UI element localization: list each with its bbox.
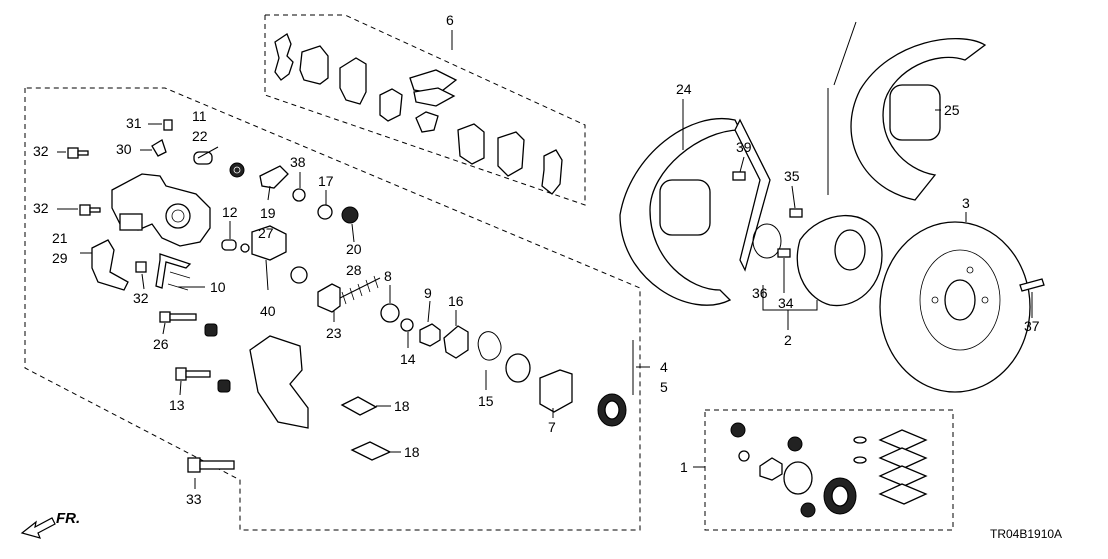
callout-32-low: 32 [133, 290, 149, 306]
callout-32-top: 32 [33, 143, 49, 159]
callout-37: 37 [1024, 318, 1040, 334]
callout-14: 14 [400, 351, 416, 367]
pad-spring-illustration [155, 253, 192, 291]
callout-3: 3 [962, 195, 970, 211]
diagram-code: TR04B1910A [990, 527, 1062, 541]
callout-34: 34 [778, 295, 794, 311]
shim-illustrations [340, 396, 392, 461]
callout-29: 29 [52, 250, 68, 266]
caliper-mount-bracket-illustration [249, 335, 309, 429]
caliper-body-illustration [111, 173, 211, 247]
callout-28: 28 [346, 262, 362, 278]
front-direction-arrow: FR. [20, 510, 80, 539]
callout-21: 21 [52, 230, 68, 246]
callout-13: 13 [169, 397, 185, 413]
splash-guard-right-illustration [850, 38, 987, 201]
splash-guard-left-illustration [619, 118, 771, 306]
leader-lines [57, 21, 1033, 489]
pad-set-illustration [274, 33, 563, 195]
callout-36: 36 [752, 285, 768, 301]
callout-17: 17 [318, 173, 334, 189]
seal-kit-illustration [730, 422, 928, 518]
callout-15: 15 [478, 393, 494, 409]
callout-18-lower: 18 [404, 444, 420, 460]
callout-39: 39 [736, 139, 752, 155]
callout-12: 12 [222, 204, 238, 220]
callout-19: 19 [260, 205, 276, 221]
callout-20: 20 [346, 241, 362, 257]
callout-38: 38 [290, 154, 306, 170]
callout-10: 10 [210, 279, 226, 295]
callout-32-mid: 32 [33, 200, 49, 216]
bracket-illustration [91, 239, 129, 291]
callout-4: 4 [660, 359, 668, 375]
hub-bearing-illustration [732, 171, 883, 307]
boot-illustrations [204, 323, 231, 393]
callout-24: 24 [676, 81, 692, 97]
bolt-illustrations [67, 147, 235, 473]
callout-33: 33 [186, 491, 202, 507]
callout-31: 31 [126, 115, 142, 131]
callout-5: 5 [660, 379, 668, 395]
callout-labels: 6 11 31 22 30 32 38 17 32 12 19 27 20 21… [33, 12, 1062, 541]
callout-22: 22 [192, 128, 208, 144]
callout-2: 2 [784, 332, 792, 348]
callout-40: 40 [260, 303, 276, 319]
front-direction-label: FR. [56, 510, 80, 527]
callout-11: 11 [192, 108, 207, 124]
callout-1: 1 [680, 459, 688, 475]
small-hardware-illustrations [151, 119, 359, 284]
seal-kit-group-box [704, 409, 954, 531]
callout-16: 16 [448, 293, 464, 309]
callout-30: 30 [116, 141, 132, 157]
brake-disc-illustration [879, 221, 1045, 393]
callout-6: 6 [446, 12, 454, 28]
callout-35: 35 [784, 168, 800, 184]
callout-18-upper: 18 [394, 398, 410, 414]
callout-23: 23 [326, 325, 342, 341]
callout-26: 26 [153, 336, 169, 352]
pad-set-group-box [264, 14, 586, 206]
callout-7: 7 [548, 419, 556, 435]
callout-25: 25 [944, 102, 960, 118]
piston-assembly-illustration [317, 275, 627, 427]
callout-9: 9 [424, 285, 432, 301]
callout-27: 27 [258, 225, 274, 241]
callout-8: 8 [384, 268, 392, 284]
